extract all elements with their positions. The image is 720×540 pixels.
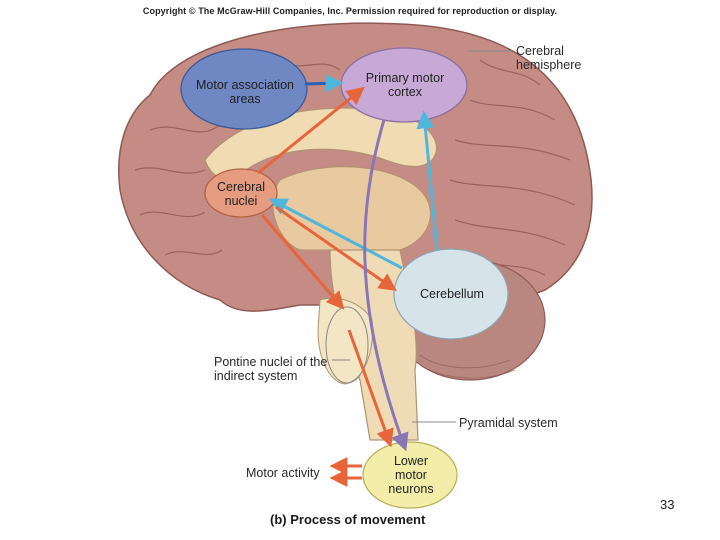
arrow-nuclei-to-cerebellum <box>275 205 397 292</box>
pontine-outline <box>325 306 369 384</box>
copyright-notice: Copyright © The McGraw-Hill Companies, I… <box>142 6 558 16</box>
lower-motor-neurons-node <box>362 441 458 509</box>
pontine-label: Pontine nuclei of the indirect system <box>214 355 328 383</box>
arrow-nuclei-to-pons <box>260 214 345 310</box>
lower-motor-label: Lower motor neurons <box>388 454 434 496</box>
arrow-pyramidal <box>363 119 409 452</box>
cerebral-nuclei-label: Cerebral nuclei <box>217 180 265 208</box>
arrow-nuclei-to-motor <box>257 86 365 175</box>
arrow-cerebellum-to-nuclei <box>268 198 403 270</box>
cerebral-nuclei-node <box>204 168 278 218</box>
thalamus-shape <box>272 166 431 251</box>
pyramidal-label: Pyramidal system <box>459 416 558 430</box>
arrow-pons-to-lower <box>347 329 394 448</box>
arrow-cerebellum-to-motor <box>416 110 439 251</box>
cerebellum-node <box>393 248 509 340</box>
primary-motor-label: Primary motor cortex <box>365 71 445 99</box>
page-number: 33 <box>660 497 675 512</box>
cerebellum-label: Cerebellum <box>420 287 484 301</box>
figure-caption: (b) Process of movement <box>270 512 426 527</box>
arrow-association-to-motor <box>304 74 344 93</box>
motor-association-label: Motor association areas <box>196 78 294 106</box>
motor-activity-label: Motor activity <box>246 466 320 480</box>
cerebral-hemisphere-label: Cerebral hemisphere <box>516 44 582 72</box>
motor-association-node <box>180 48 308 130</box>
